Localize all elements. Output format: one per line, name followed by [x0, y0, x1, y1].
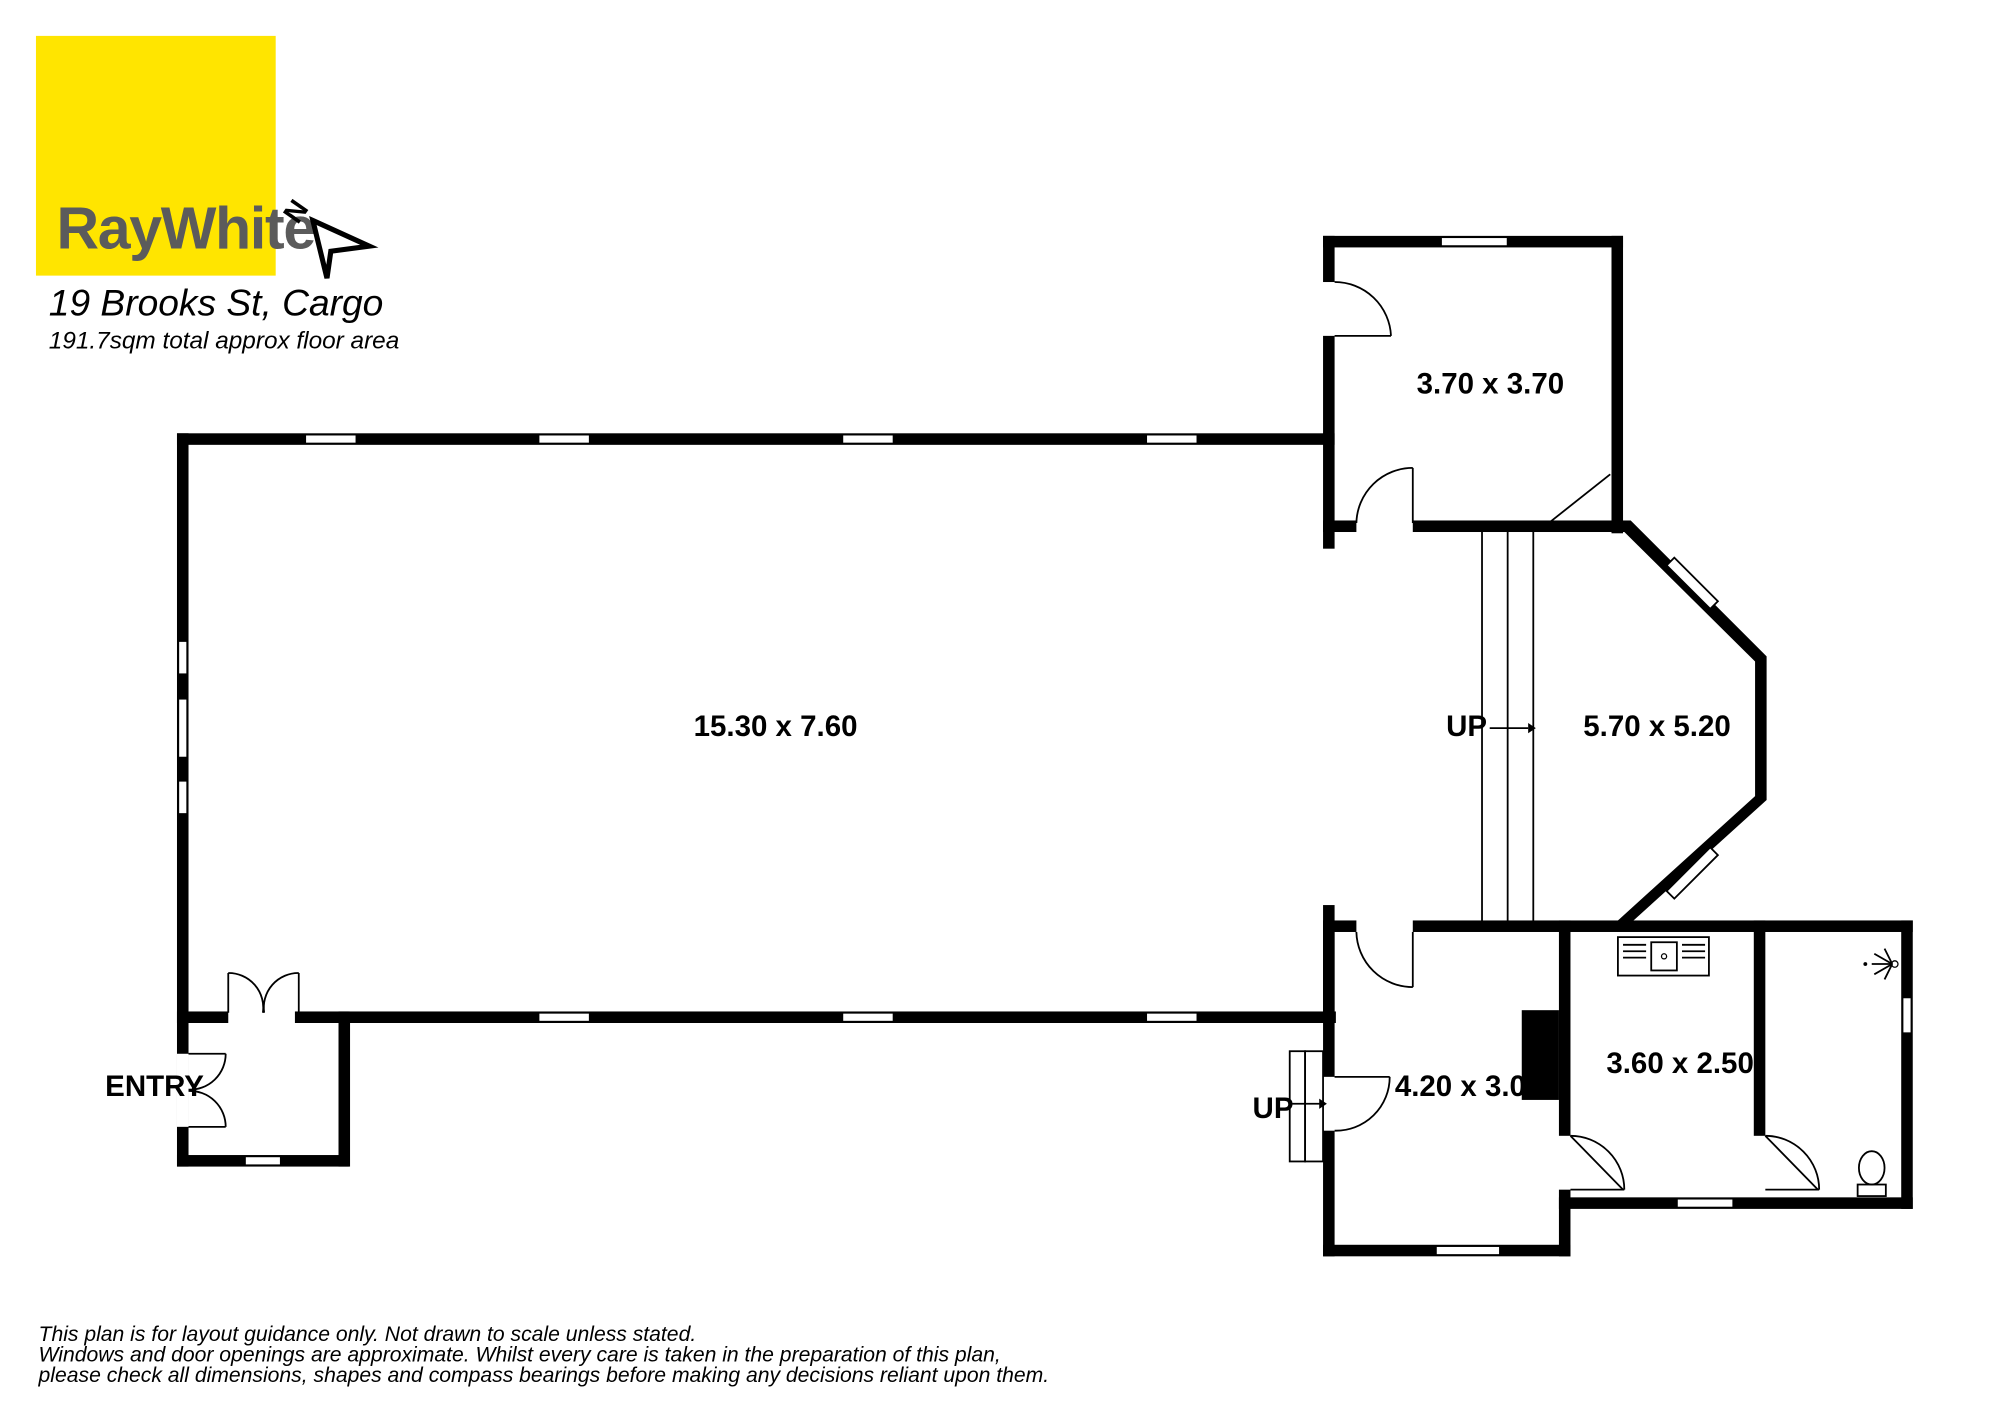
sink-icon: [1617, 936, 1710, 977]
side-room-walls: [1288, 920, 1913, 1257]
entry-vestibule: [176, 972, 351, 1167]
bay-room-dimensions: 5.70 x 5.20: [1583, 710, 1730, 743]
north-arrow-icon: [309, 215, 379, 279]
kitchen-walls: [1558, 920, 1913, 1209]
shower-icon: [1863, 948, 1899, 980]
toilet-icon: [1856, 1150, 1887, 1197]
bay-room-walls: [1481, 520, 1767, 924]
logo-background: [35, 35, 276, 276]
side-up-label: UP: [1253, 1092, 1294, 1125]
top-room-dimensions: 3.70 x 3.70: [1417, 368, 1564, 401]
bay-up-label: UP: [1446, 710, 1487, 743]
main-hall-dimensions: 15.30 x 7.60: [694, 710, 858, 743]
brand-name: RayWhite: [56, 197, 314, 262]
disclaimer: This plan is for layout guidance only. N…: [38, 1323, 1050, 1387]
disclaimer-line-1: This plan is for layout guidance only. N…: [39, 1323, 697, 1346]
side-room-dimensions: 4.20 x 3.00: [1395, 1070, 1542, 1103]
raywhite-logo: RayWhite: [35, 35, 316, 276]
disclaimer-line-2: Windows and door openings are approximat…: [39, 1343, 1001, 1366]
floor-area: 191.7sqm total approx floor area: [49, 328, 399, 355]
top-room-walls: [1323, 235, 1631, 534]
entry-label: ENTRY: [105, 1070, 204, 1103]
kitchen-dimensions: 3.60 x 2.50: [1606, 1047, 1753, 1080]
main-hall-windows: [177, 433, 1199, 1023]
property-address: 19 Brooks St, Cargo: [49, 281, 384, 323]
disclaimer-line-3: please check all dimensions, shapes and …: [38, 1364, 1050, 1387]
